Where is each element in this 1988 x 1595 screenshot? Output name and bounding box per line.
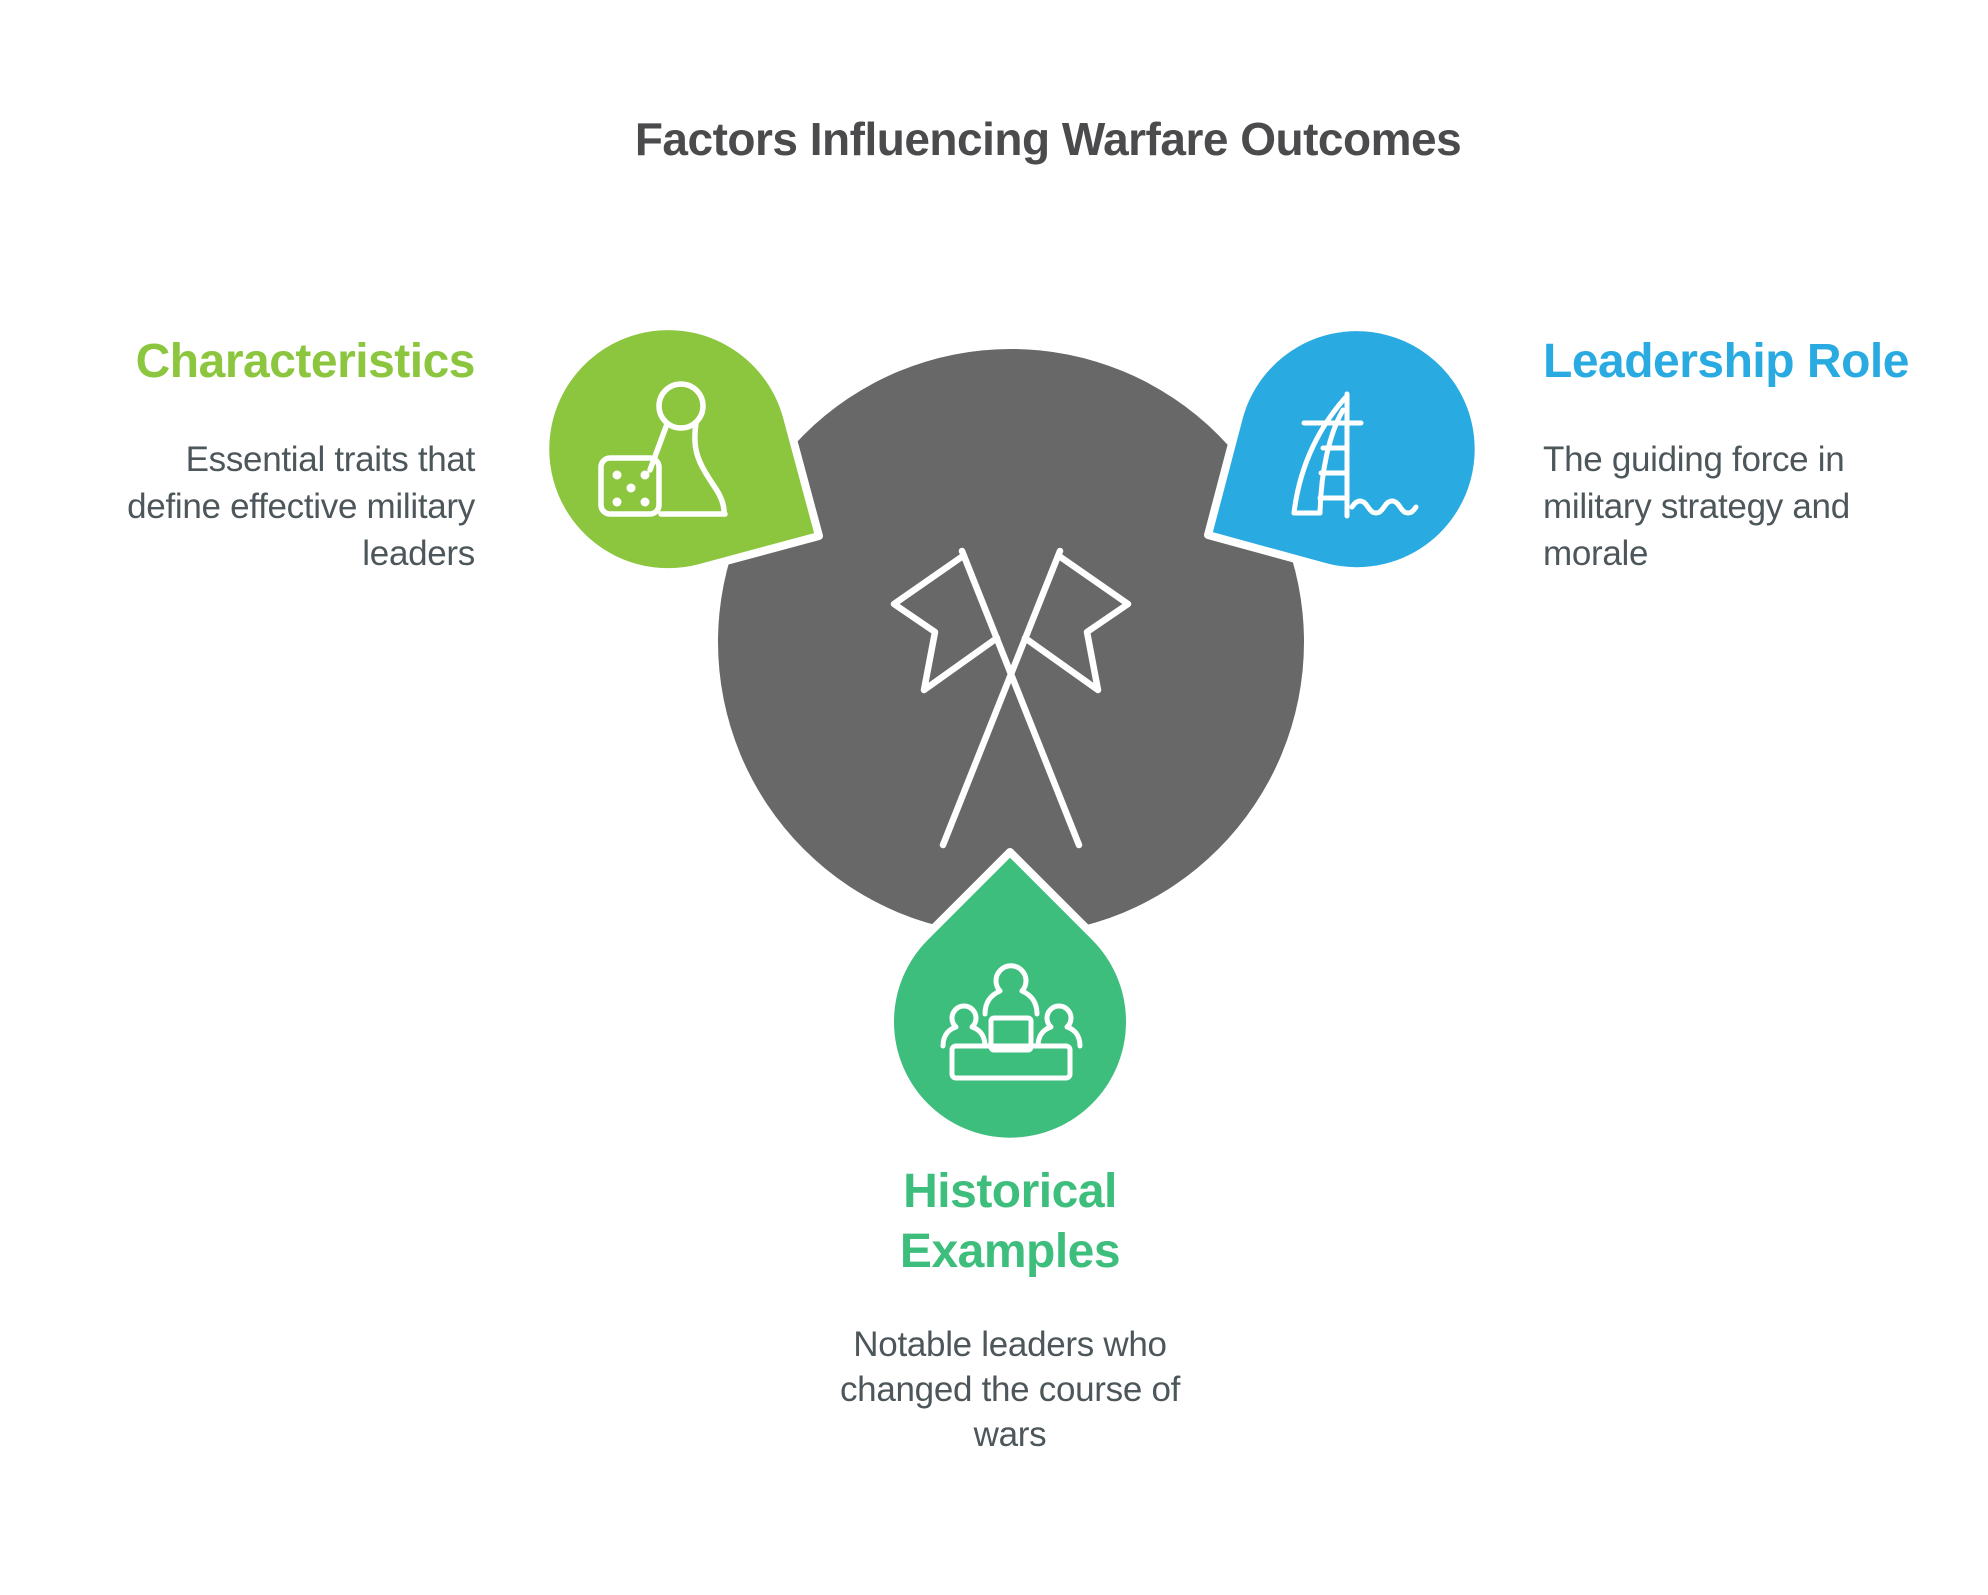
- podium-winners-icon: [940, 963, 1083, 1081]
- desc-line: leaders: [362, 534, 475, 573]
- desc-line: morale: [1543, 534, 1649, 573]
- characteristics-description: Essential traits that define effective m…: [55, 436, 475, 577]
- leadership-heading: Leadership Role: [1543, 335, 1909, 388]
- desc-line: Essential traits that: [185, 440, 476, 479]
- heading-line: Examples: [899, 1225, 1121, 1278]
- section-leadership: Leadership Role The guiding force in mil…: [1543, 332, 1963, 577]
- leadership-description: The guiding force in military strategy a…: [1543, 436, 1963, 577]
- historical-description: Notable leaders who changed the course o…: [560, 1322, 1460, 1457]
- dice-dots: [612, 470, 650, 507]
- heading-line: Historical: [903, 1165, 1117, 1218]
- section-characteristics: Characteristics Essential traits that de…: [55, 332, 475, 577]
- desc-line: wars: [973, 1415, 1047, 1454]
- section-historical: Historical Examples Notable leaders who …: [560, 1162, 1460, 1457]
- desc-line: Notable leaders who: [853, 1325, 1167, 1364]
- dice-and-pawn-icon: [598, 381, 728, 517]
- characteristics-blob: [541, 322, 823, 577]
- desc-line: changed the course of: [839, 1370, 1181, 1409]
- sail-tower-icon: [1291, 391, 1419, 519]
- desc-line: military strategy and: [1543, 487, 1850, 526]
- desc-line: define effective military: [127, 487, 475, 526]
- crossed-flags-icon: [890, 547, 1132, 849]
- center-circle: [718, 349, 1304, 935]
- historical-heading: Historical Examples: [560, 1162, 1460, 1282]
- page-title: Factors Influencing Warfare Outcomes: [634, 113, 1462, 165]
- characteristics-heading: Characteristics: [135, 335, 476, 388]
- desc-line: The guiding force in: [1543, 440, 1845, 479]
